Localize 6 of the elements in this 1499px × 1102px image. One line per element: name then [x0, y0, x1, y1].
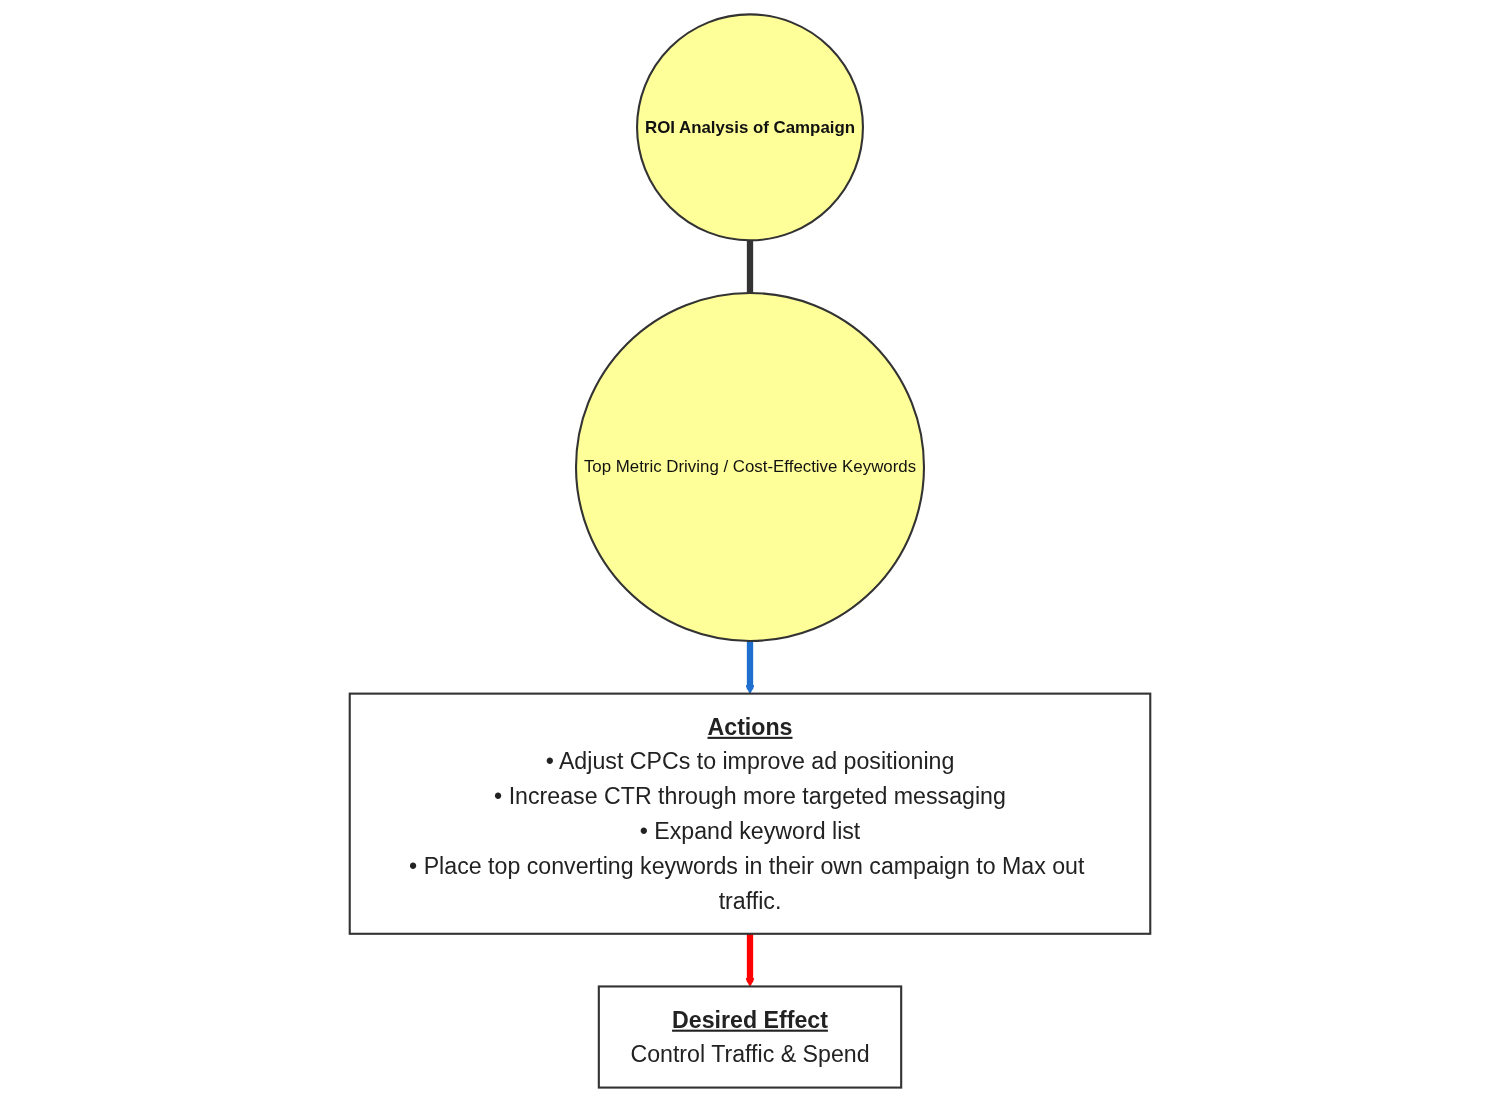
node-box: Desired Effect Control Traffic & Spend: [597, 985, 902, 1089]
node-circle: ROI Analysis of Campaign: [635, 13, 864, 242]
connector: [746, 240, 753, 293]
node-circle: Top Metric Driving / Cost-Effective Keywords: [574, 291, 925, 642]
node-box: Actions • Adjust CPCs to improve ad positioning • Increase CTR through more targeted messaging • Expand keyword list • Place top converting keywords in their own campaign to Max out traffic.: [348, 692, 1151, 935]
arrow: [744, 933, 755, 987]
